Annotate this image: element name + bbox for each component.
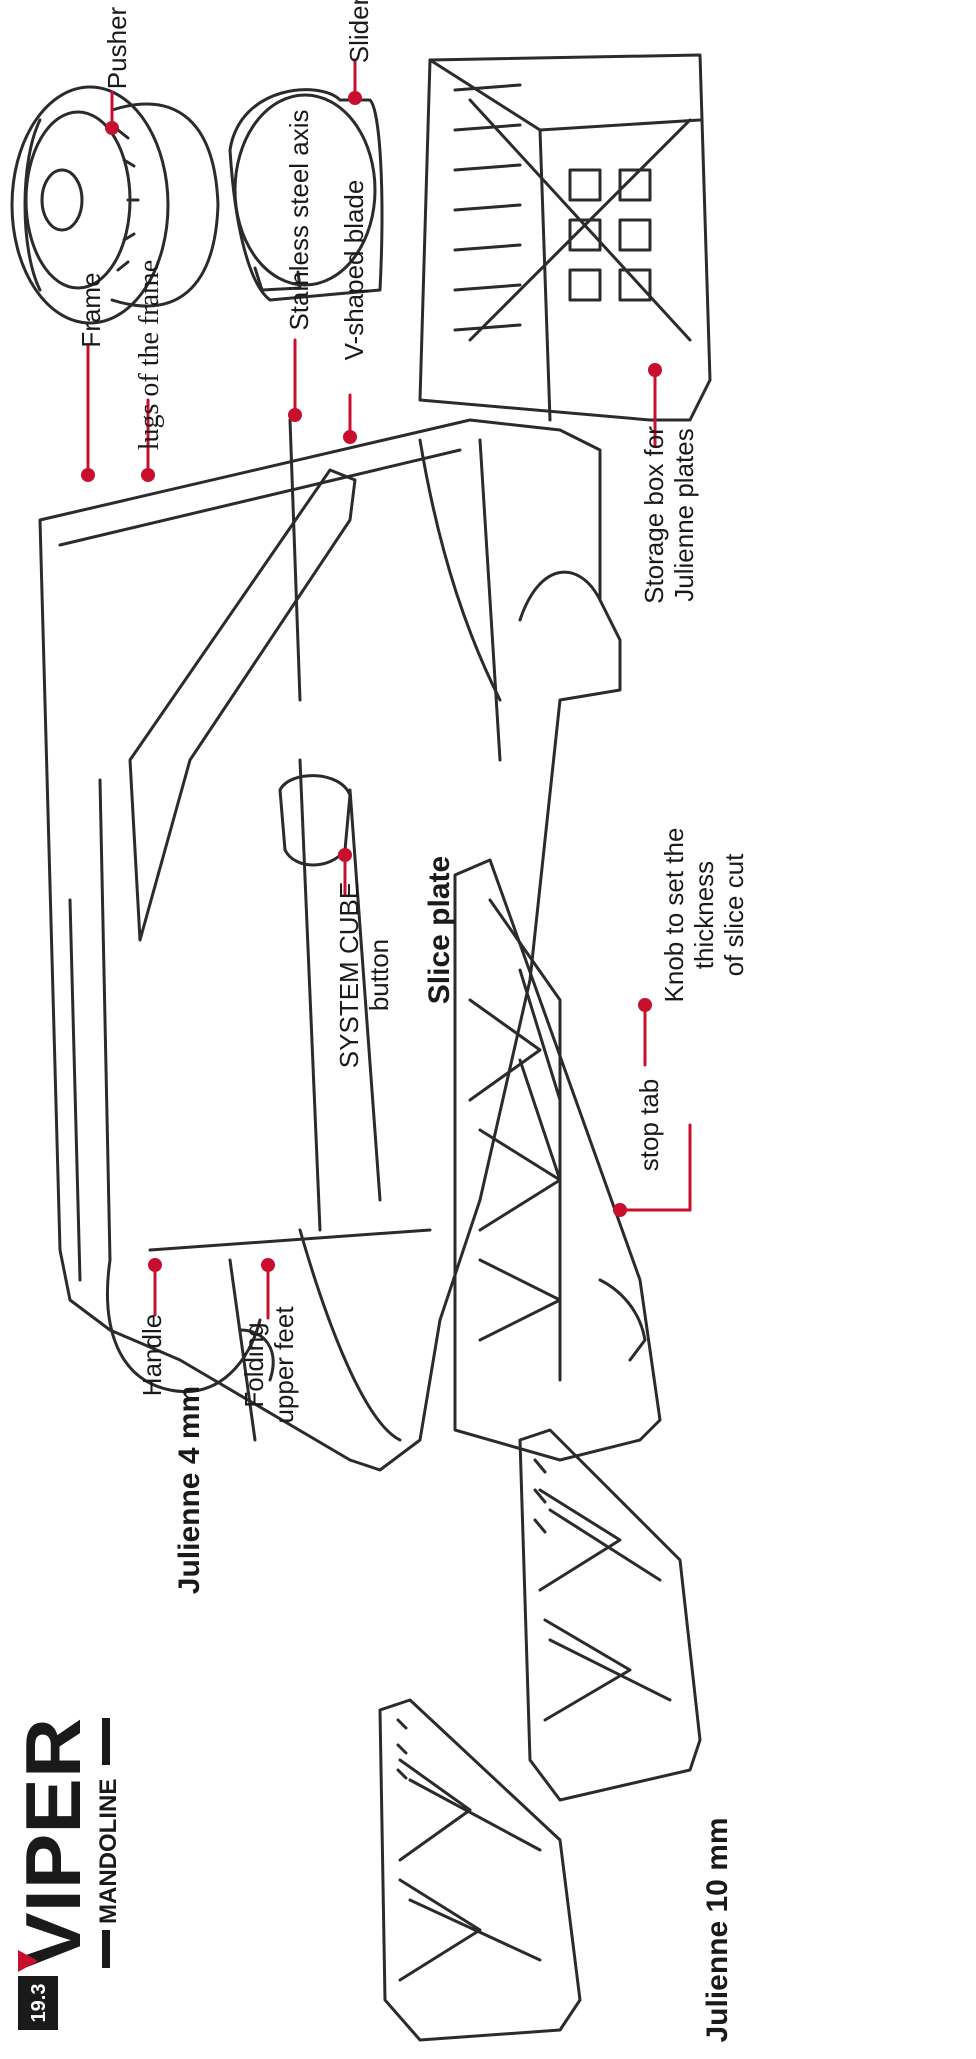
julienne-10mm-drawing — [518, 1428, 702, 1802]
logo-name: VIPER — [9, 1718, 97, 1968]
label-lugs-of-the-frame: lugs of the frame — [133, 259, 165, 451]
mandoline-body-drawing — [38, 418, 622, 1472]
label-julienne-4mm: Julienne 4 mm — [172, 1385, 206, 1595]
label-stainless-steel-axis: Stainless steel axis — [284, 109, 315, 331]
logo-badge: 19.3 — [28, 1984, 50, 2023]
label-v-shaped-blade: V-shaped blade — [339, 179, 370, 361]
label-knob-thickness: Knob to set the thickness of slice cut — [659, 780, 750, 1051]
logo-accent-mark — [18, 1950, 38, 1972]
label-knob-line2: of slice cut — [718, 853, 749, 977]
logo-badge-bg — [18, 1976, 58, 2030]
label-stop-tab: stop tab — [634, 1078, 665, 1172]
storage-box-drawing — [418, 53, 712, 422]
label-system-cube-line2: button — [364, 938, 394, 1012]
label-slice-plate: Slice plate — [422, 855, 456, 1005]
label-system-cube-line1: SYSTEM CUBE — [334, 881, 365, 1069]
slice-plate-drawing — [453, 858, 662, 1462]
label-julienne-10mm: Julienne 10 mm — [700, 1817, 734, 2043]
logo-sub: MANDOLINE — [95, 1779, 122, 1924]
label-slider: Slider — [344, 0, 375, 64]
julienne-4mm-drawing — [378, 1698, 582, 2042]
label-system-cube-button: SYSTEM CUBE button — [334, 881, 395, 1069]
label-folding-line1: Folding — [239, 1322, 270, 1408]
label-folding-upper-feet: Folding upper feet — [239, 1306, 300, 1424]
slider-drawing — [228, 88, 384, 302]
label-handle: Handle — [137, 1313, 168, 1397]
label-frame: Frame — [76, 272, 107, 348]
pusher-drawing — [10, 85, 220, 325]
label-knob-line1: Knob to set the thickness — [659, 827, 720, 1003]
label-storage-box: Storage box for Julienne plates — [639, 426, 700, 604]
callout-lines — [81, 58, 692, 1320]
viper-logo: 19.3 VIPER MANDOLINE — [9, 1718, 122, 2030]
label-storage-box-line1: Storage box for — [639, 426, 670, 604]
label-pusher: Pusher — [102, 6, 133, 90]
label-folding-line2: upper feet — [269, 1306, 299, 1424]
label-storage-box-line2: Julienne plates — [669, 428, 699, 602]
